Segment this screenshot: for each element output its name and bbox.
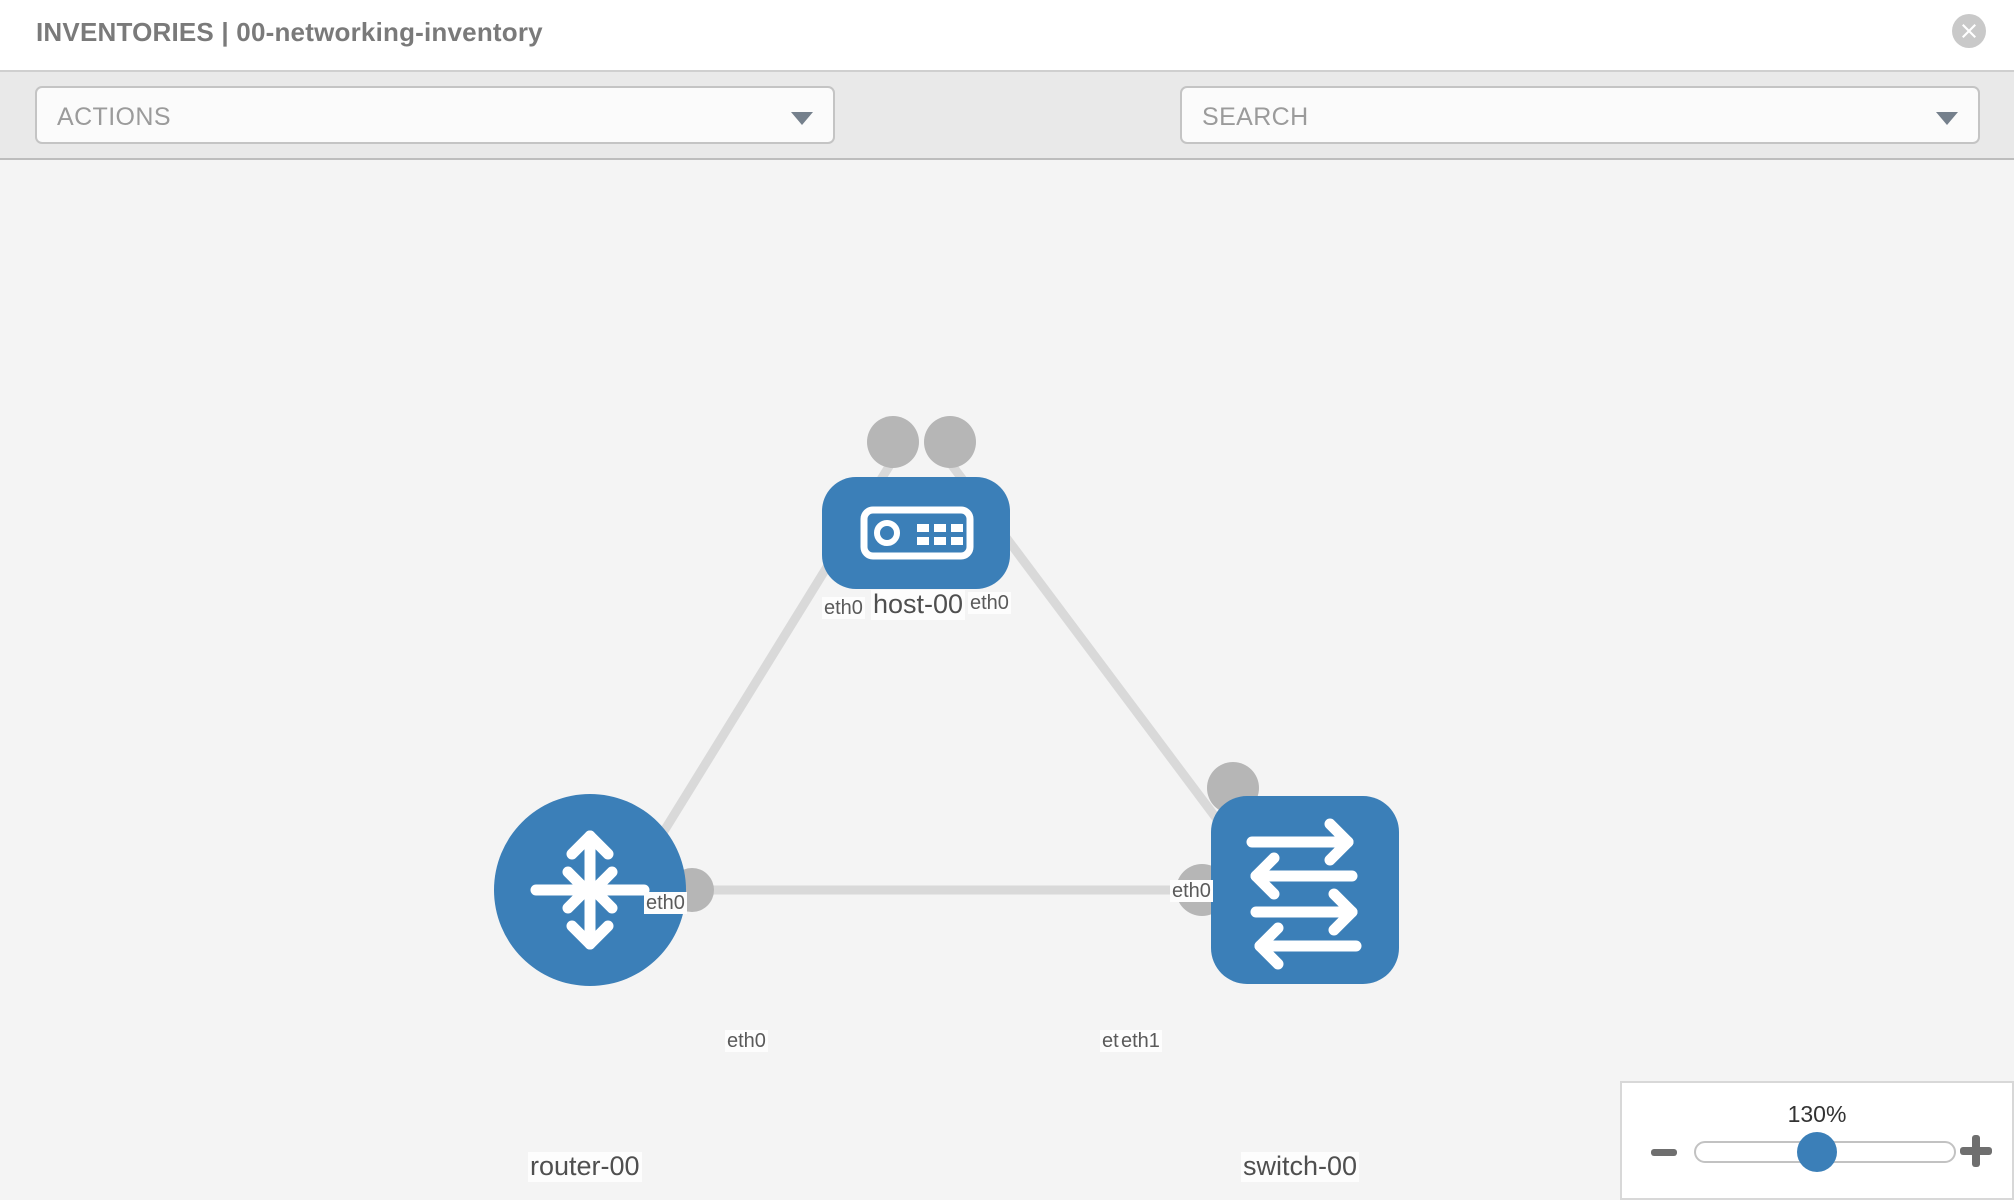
topology-canvas[interactable]: eth0 eth0 eth0 eth0 eth0 eth1 eth0 host-… <box>0 160 2014 1200</box>
iface-label-router00-host-eth0: eth0 <box>644 892 687 914</box>
chevron-down-icon <box>1936 112 1958 125</box>
port-host00-eth0-left[interactable] <box>867 416 919 468</box>
title-bar: INVENTORIES | 00-networking-inventory <box>0 0 2014 70</box>
server-appliance-icon <box>860 506 974 560</box>
chevron-down-icon <box>791 112 813 125</box>
iface-label-switch00-eth1: eth1 <box>1119 1030 1162 1052</box>
search-input[interactable]: SEARCH <box>1180 86 1980 144</box>
actions-dropdown-label: ACTIONS <box>57 103 171 131</box>
zoom-control-panel: 130% <box>1620 1081 2014 1200</box>
plus-icon[interactable] <box>1960 1135 1992 1167</box>
node-label-host-00: host-00 <box>871 589 966 620</box>
toolbar: ACTIONS SEARCH <box>0 70 2014 201</box>
page-title: INVENTORIES | 00-networking-inventory <box>36 17 543 47</box>
minus-icon[interactable] <box>1650 1139 1678 1167</box>
iface-label-router00-eth0: eth0 <box>725 1030 768 1052</box>
port-host00-eth0-right[interactable] <box>924 416 976 468</box>
node-host-00[interactable] <box>822 477 1010 589</box>
topology-graph <box>494 416 1399 986</box>
iface-label-switch00-host-eth0: eth0 <box>1170 880 1213 902</box>
search-placeholder: SEARCH <box>1202 103 1309 131</box>
iface-label-host00-eth0-left: eth0 <box>822 597 865 619</box>
close-icon[interactable] <box>1952 14 1986 48</box>
zoom-slider-thumb[interactable] <box>1797 1132 1837 1172</box>
node-router-00[interactable] <box>494 794 686 986</box>
actions-dropdown[interactable]: ACTIONS <box>35 86 835 144</box>
router-arrows-icon <box>530 830 650 950</box>
zoom-percent-label: 130% <box>1787 1101 1847 1127</box>
iface-label-host00-eth0-right: eth0 <box>968 592 1011 614</box>
node-switch-00[interactable] <box>1211 796 1399 984</box>
node-label-router-00: router-00 <box>528 1151 642 1182</box>
node-label-switch-00: switch-00 <box>1241 1151 1360 1182</box>
switch-arrows-icon <box>1246 818 1362 970</box>
